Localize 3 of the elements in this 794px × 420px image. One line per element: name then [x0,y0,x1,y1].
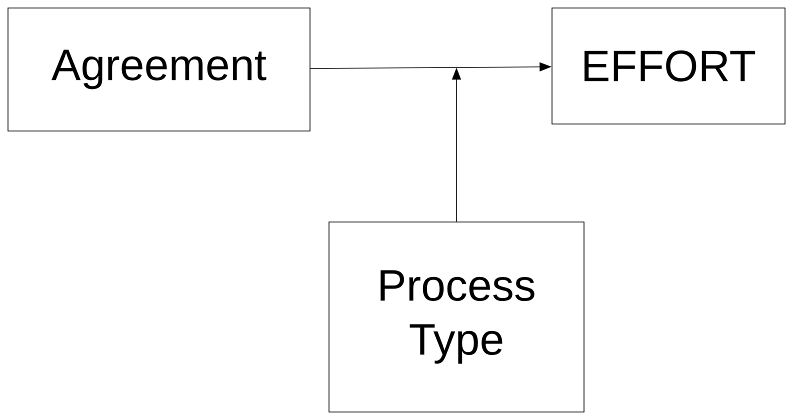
process-box: EFFORT [552,8,786,124]
process-box: Agreement [8,8,310,132]
process-box: Process Type [328,222,584,412]
